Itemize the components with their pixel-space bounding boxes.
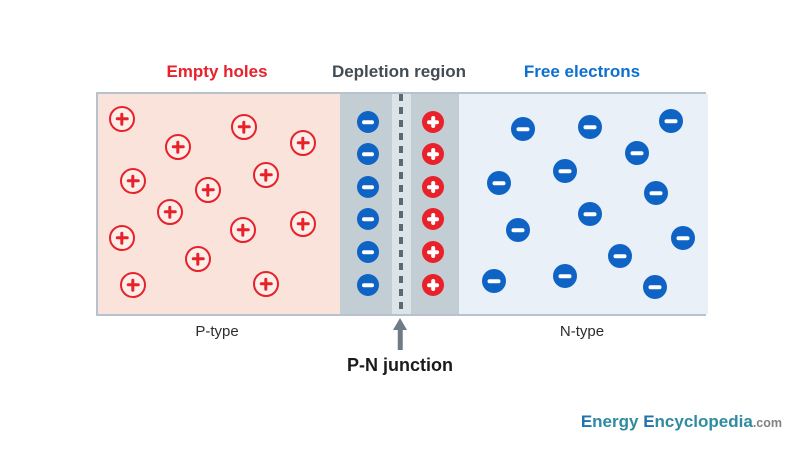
minus-sign: [362, 250, 374, 254]
minus-sign: [492, 181, 506, 185]
minus-sign: [583, 212, 597, 216]
depletion-negative-ion: [357, 208, 379, 230]
junction-arrow-icon: [393, 318, 407, 330]
plus-sign-vertical: [241, 223, 245, 237]
minus-sign: [558, 274, 572, 278]
pn-junction-label: P-N junction: [347, 355, 453, 375]
electron-particle: [625, 141, 649, 165]
hole-particle: [195, 177, 221, 203]
junction-arrow-stem: [397, 329, 403, 350]
plus-sign-vertical: [168, 205, 172, 219]
minus-sign: [558, 169, 572, 173]
electron-particle: [578, 115, 602, 139]
depletion-negative-ion: [357, 274, 379, 296]
hole-particle: [165, 134, 191, 160]
minus-sign: [487, 279, 501, 283]
plus-sign-vertical: [431, 181, 435, 193]
plus-sign-vertical: [196, 252, 200, 266]
hole-particle: [290, 130, 316, 156]
logo-word-encyclopedia: Encyclopedia: [643, 412, 753, 431]
minus-sign: [649, 191, 663, 195]
electron-particle: [506, 218, 530, 242]
plus-sign-vertical: [131, 174, 135, 188]
hole-particle: [290, 211, 316, 237]
free-electrons-label: Free electrons: [523, 62, 641, 81]
empty-holes-label: Empty holes: [166, 62, 268, 81]
plus-sign-vertical: [431, 116, 435, 128]
minus-sign: [516, 127, 530, 131]
n-type-label: N-type: [559, 323, 605, 340]
hole-particle: [230, 217, 256, 243]
plus-sign-vertical: [431, 213, 435, 225]
plus-sign-vertical: [431, 279, 435, 291]
depletion-region-label: Depletion region: [331, 62, 467, 81]
electron-particle: [659, 109, 683, 133]
minus-sign: [511, 228, 525, 232]
hole-particle: [253, 271, 279, 297]
electron-particle: [487, 171, 511, 195]
electron-particle: [511, 117, 535, 141]
energy-encyclopedia-logo: Energy Encyclopedia.com: [581, 412, 782, 432]
hole-particle: [109, 106, 135, 132]
hole-particle: [120, 168, 146, 194]
minus-sign: [362, 283, 374, 287]
depletion-positive-ion: [422, 111, 444, 133]
depletion-negative-ion: [357, 176, 379, 198]
minus-sign: [362, 217, 374, 221]
minus-sign: [583, 125, 597, 129]
electron-particle: [553, 264, 577, 288]
depletion-positive-ion: [422, 143, 444, 165]
hole-particle: [253, 162, 279, 188]
hole-particle: [109, 225, 135, 251]
minus-sign: [676, 236, 690, 240]
junction-dashed-line: [399, 94, 403, 314]
logo-suffix: .com: [752, 416, 782, 430]
electron-particle: [644, 181, 668, 205]
electron-particle: [643, 275, 667, 299]
plus-sign-vertical: [120, 231, 124, 245]
depletion-positive-ion: [422, 208, 444, 230]
depletion-positive-ion: [422, 241, 444, 263]
minus-sign: [664, 119, 678, 123]
plus-sign-vertical: [206, 183, 210, 197]
hole-particle: [185, 246, 211, 272]
depletion-positive-ion: [422, 274, 444, 296]
minus-sign: [648, 285, 662, 289]
depletion-negative-ion: [357, 241, 379, 263]
minus-sign: [362, 152, 374, 156]
plus-sign-vertical: [120, 112, 124, 126]
electron-particle: [608, 244, 632, 268]
depletion-negative-ion: [357, 143, 379, 165]
minus-sign: [362, 120, 374, 124]
plus-sign-vertical: [242, 120, 246, 134]
plus-sign-vertical: [431, 148, 435, 160]
plus-sign-vertical: [176, 140, 180, 154]
minus-sign: [362, 185, 374, 189]
p-type-label: P-type: [195, 323, 239, 340]
hole-particle: [231, 114, 257, 140]
minus-sign: [613, 254, 627, 258]
depletion-negative-ion: [357, 111, 379, 133]
minus-sign: [630, 151, 644, 155]
plus-sign-vertical: [264, 168, 268, 182]
plus-sign-vertical: [301, 136, 305, 150]
electron-particle: [578, 202, 602, 226]
junction-box: [96, 92, 708, 316]
electron-particle: [482, 269, 506, 293]
electron-particle: [553, 159, 577, 183]
plus-sign-vertical: [264, 277, 268, 291]
plus-sign-vertical: [301, 217, 305, 231]
plus-sign-vertical: [431, 246, 435, 258]
hole-particle: [120, 272, 146, 298]
hole-particle: [157, 199, 183, 225]
plus-sign-vertical: [131, 278, 135, 292]
depletion-positive-ion: [422, 176, 444, 198]
logo-word-energy: Energy: [580, 412, 639, 431]
electron-particle: [671, 226, 695, 250]
